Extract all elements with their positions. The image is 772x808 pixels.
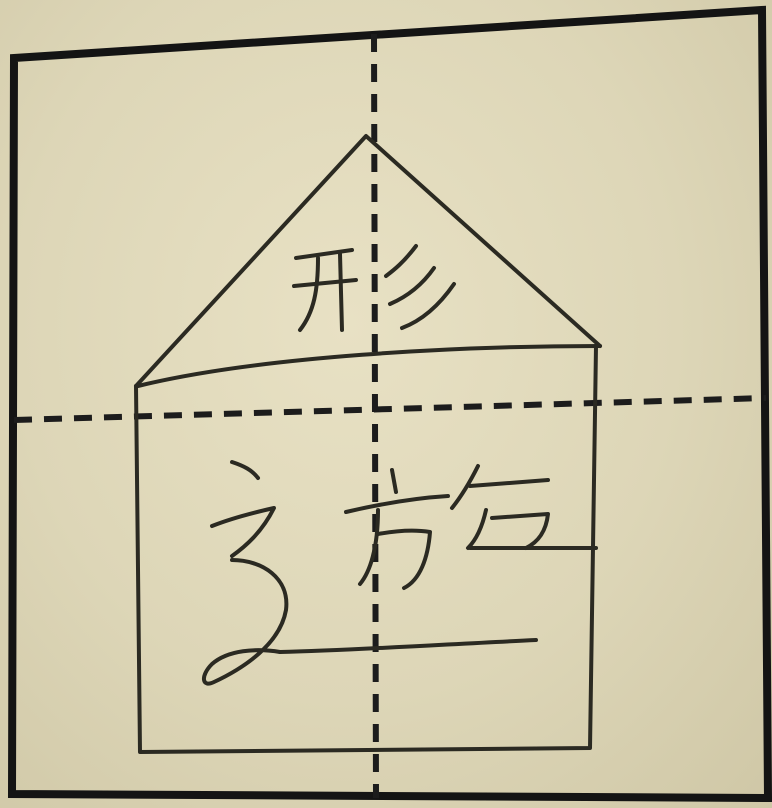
house-roof	[136, 136, 600, 386]
vertical-dashed-guide	[374, 34, 376, 798]
character-xuan-strokes	[204, 462, 596, 684]
horizontal-dashed-guide	[14, 398, 766, 420]
